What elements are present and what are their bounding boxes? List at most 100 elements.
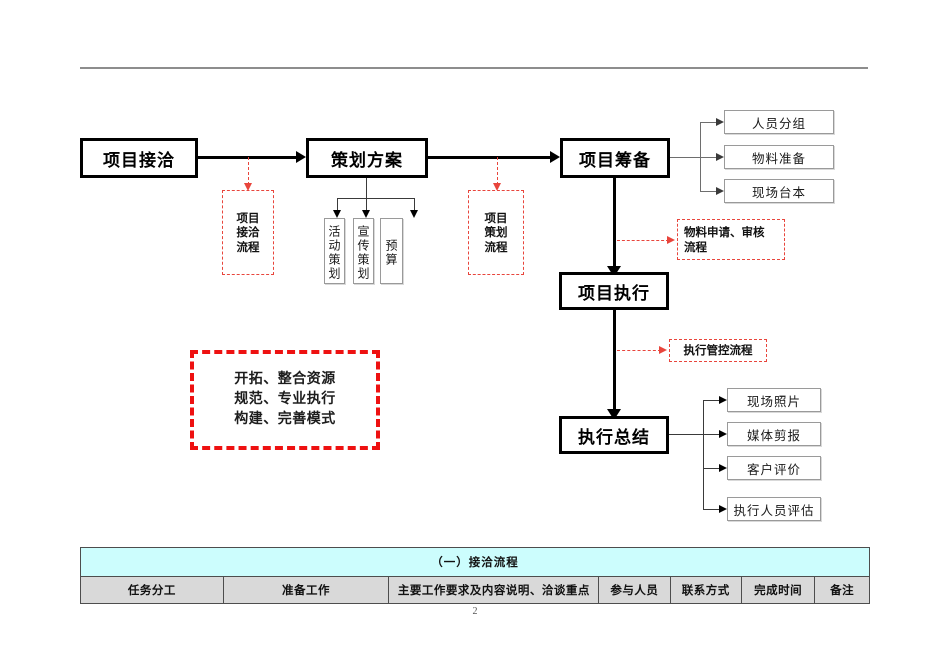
connector-summary-bus (703, 400, 705, 510)
arrowhead-right (716, 186, 724, 195)
motto-line: 开拓、整合资源 (234, 371, 336, 388)
connector-branch (700, 157, 718, 159)
connector-branch (337, 198, 339, 212)
flow-box-exec-summary[interactable]: 执行总结 (559, 416, 669, 454)
arrowhead-right (550, 151, 560, 163)
connector-branch (703, 509, 721, 511)
connector-branch (366, 198, 368, 212)
page-number: 2 (472, 606, 478, 617)
dashed-connector-intake-note (248, 157, 249, 185)
arrowhead-right (296, 151, 306, 163)
table-header-cell: 主要工作要求及内容说明、洽谈重点 (388, 576, 600, 604)
note-box-intake-process: 项目 接洽 流程 (222, 190, 274, 275)
subbox-label: 现场照片 (746, 394, 801, 409)
subbox-activity-planning[interactable]: 活动策划 (324, 218, 345, 284)
subbox-label: 宣传策划 (356, 224, 370, 281)
table-header-cell: 联系方式 (669, 576, 742, 604)
subbox-staff-evaluation[interactable]: 执行人员评估 (727, 497, 821, 521)
header-rule (80, 67, 868, 69)
subbox-label: 预算 (384, 238, 398, 267)
flow-box-project-intake[interactable]: 项目接洽 (80, 138, 198, 178)
connector-branch (703, 434, 721, 436)
arrowhead-right-red (659, 345, 667, 354)
note-line: 物料申请、审核 (684, 225, 765, 240)
arrowhead-right (719, 463, 727, 472)
arrowhead-down (607, 409, 621, 420)
note-line: 策划 (484, 225, 508, 240)
arrowhead-down (362, 210, 370, 218)
process-table: （一）接洽流程 任务分工 准备工作 主要工作要求及内容说明、洽谈重点 参与人员 … (80, 547, 870, 604)
note-line: 流程 (484, 239, 508, 254)
note-line: 流程 (236, 239, 260, 254)
subbox-label: 执行人员评估 (733, 503, 815, 518)
subbox-label: 客户评价 (746, 462, 801, 477)
note-line: 项目 (236, 211, 260, 226)
motto-box: 开拓、整合资源 规范、专业执行 构建、完善模式 (190, 350, 380, 450)
subbox-label: 人员分组 (751, 116, 806, 131)
dashed-connector-planning-note (497, 157, 498, 185)
arrowhead-right-red (667, 235, 675, 244)
subbox-staff-grouping[interactable]: 人员分组 (724, 110, 834, 134)
connector-branch (414, 198, 416, 212)
arrowhead-down-red (243, 183, 252, 191)
flow-box-planning-proposal[interactable]: 策划方案 (306, 138, 428, 178)
connector-branch (703, 400, 721, 402)
subbox-label: 现场台本 (751, 185, 806, 200)
subbox-site-photos[interactable]: 现场照片 (727, 388, 821, 412)
flow-box-label: 项目筹备 (579, 150, 651, 171)
connector-planning-to-prep (428, 156, 552, 159)
note-box-planning-process: 项目 策划 流程 (468, 190, 524, 275)
connector-prep-to-exec (613, 178, 616, 270)
arrowhead-right (719, 504, 727, 513)
subbox-label: 物料准备 (751, 151, 806, 166)
note-line: 接洽 (236, 225, 260, 240)
dashed-connector-exec-note (617, 350, 661, 351)
connector-planning-stem (366, 178, 368, 199)
subbox-budget[interactable]: 预算 (380, 218, 403, 284)
note-line: 流程 (684, 239, 707, 254)
flow-box-project-exec[interactable]: 项目执行 (559, 272, 669, 310)
connector-summary-stem (669, 434, 703, 436)
arrowhead-down (333, 210, 341, 218)
motto-line: 规范、专业执行 (234, 391, 336, 408)
connector-exec-to-summary (613, 310, 616, 415)
note-box-exec-control: 执行管控流程 (669, 339, 767, 362)
arrowhead-right (719, 429, 727, 438)
table-header-cell: 准备工作 (222, 576, 390, 604)
subbox-media-clippings[interactable]: 媒体剪报 (727, 422, 821, 446)
flow-box-label: 项目接洽 (103, 150, 175, 171)
subbox-material-prep[interactable]: 物料准备 (724, 145, 834, 169)
flow-box-label: 项目执行 (578, 283, 650, 304)
arrowhead-down-red (492, 183, 501, 191)
motto-line: 构建、完善模式 (234, 410, 336, 427)
connector-prep-stem (670, 157, 700, 159)
table-header-cell: 任务分工 (80, 576, 224, 604)
subbox-onsite-script[interactable]: 现场台本 (724, 179, 834, 203)
connector-planning-bus (337, 198, 415, 200)
table-title-row: （一）接洽流程 (80, 547, 870, 577)
connector-branch (703, 468, 721, 470)
dashed-connector-material-note (617, 240, 669, 241)
subbox-promo-planning[interactable]: 宣传策划 (353, 218, 374, 284)
subbox-client-review[interactable]: 客户评价 (727, 456, 821, 480)
note-box-material-process: 物料申请、审核 流程 (677, 219, 785, 260)
table-title: （一）接洽流程 (80, 547, 870, 577)
subbox-label: 媒体剪报 (746, 428, 801, 443)
note-line: 项目 (484, 211, 508, 226)
arrowhead-right (719, 395, 727, 404)
flow-box-project-prep[interactable]: 项目筹备 (560, 138, 670, 178)
connector-branch (700, 191, 718, 193)
table-header-cell: 完成时间 (740, 576, 816, 604)
note-line: 执行管控流程 (683, 343, 753, 358)
flow-box-label: 策划方案 (331, 150, 403, 171)
table-header-row: 任务分工 准备工作 主要工作要求及内容说明、洽谈重点 参与人员 联系方式 完成时… (80, 576, 870, 604)
arrowhead-right (716, 152, 724, 161)
arrowhead-down (410, 210, 418, 218)
table-header-cell: 备注 (814, 576, 870, 604)
connector-branch (700, 122, 718, 124)
table-header-cell: 参与人员 (598, 576, 671, 604)
arrowhead-down (607, 266, 621, 277)
subbox-label: 活动策划 (327, 224, 341, 281)
flow-box-label: 执行总结 (578, 427, 650, 448)
